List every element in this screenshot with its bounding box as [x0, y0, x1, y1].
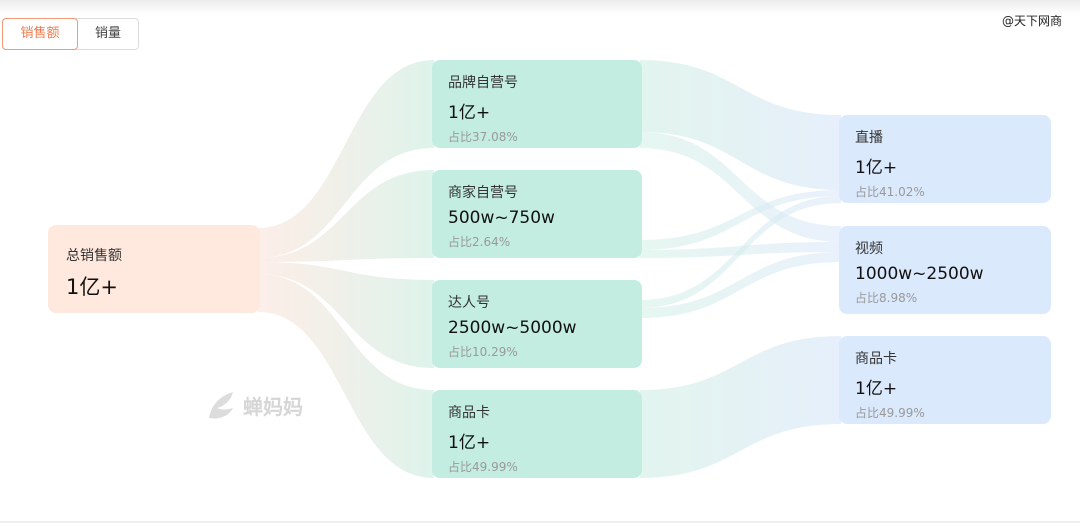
- top-shade: [0, 0, 1080, 14]
- node-value: 1亿+: [66, 275, 118, 299]
- node-value: 1000w~2500w: [855, 264, 984, 284]
- node-brand-self-account[interactable]: 品牌自营号 1亿+ 占比37.08%: [432, 60, 642, 148]
- link-total-product-card: [258, 274, 434, 478]
- link-total-brand: [258, 60, 434, 258]
- link-total-merchant: [258, 170, 434, 262]
- link-merchant-live: [640, 190, 841, 250]
- node-video[interactable]: 视频 1000w~2500w 占比8.98%: [839, 226, 1051, 314]
- watermark-text: 蝉妈妈: [243, 394, 303, 419]
- node-live-stream[interactable]: 直播 1亿+ 占比41.02%: [839, 115, 1051, 203]
- node-name: 达人号: [448, 295, 490, 311]
- link-brand-video: [640, 132, 841, 242]
- link-card-card: [640, 336, 841, 478]
- node-name: 总销售额: [66, 248, 122, 264]
- node-merchant-self-account[interactable]: 商家自营号 500w~750w 占比2.64%: [432, 170, 642, 258]
- node-value: 1亿+: [855, 158, 898, 178]
- node-ratio: 占比37.08%: [448, 130, 518, 144]
- node-name: 视频: [855, 241, 883, 257]
- bottom-divider: [0, 521, 1080, 523]
- link-creator-video: [640, 252, 841, 318]
- node-ratio: 占比8.98%: [855, 291, 918, 305]
- node-name: 商家自营号: [448, 185, 518, 201]
- source-credit: @天下网商: [1001, 14, 1062, 28]
- node-creator-account[interactable]: 达人号 2500w~5000w 占比10.29%: [432, 280, 642, 368]
- node-ratio: 占比49.99%: [448, 460, 518, 474]
- metric-tabs: 销售额 销量: [2, 18, 139, 50]
- node-ratio: 占比41.02%: [855, 185, 925, 199]
- node-name: 品牌自营号: [448, 75, 518, 91]
- node-value: 2500w~5000w: [448, 318, 577, 338]
- node-value: 1亿+: [448, 433, 491, 453]
- link-total-creator: [258, 262, 434, 368]
- tab-sales-volume[interactable]: 销量: [94, 26, 121, 41]
- chanmama-logo-icon: [209, 392, 233, 419]
- node-ratio: 占比10.29%: [448, 345, 518, 359]
- node-value: 1亿+: [448, 103, 491, 123]
- node-ratio: 占比49.99%: [855, 406, 925, 420]
- node-name: 商品卡: [855, 351, 897, 367]
- node-value: 500w~750w: [448, 208, 555, 228]
- tab-sales-amount[interactable]: 销售额: [2, 18, 78, 50]
- node-ratio: 占比2.64%: [448, 235, 511, 249]
- node-value: 1亿+: [855, 379, 898, 399]
- node-product-card-mid[interactable]: 商品卡 1亿+ 占比49.99%: [432, 390, 642, 478]
- node-name: 商品卡: [448, 405, 490, 421]
- link-creator-live: [640, 196, 841, 308]
- node-product-card-right[interactable]: 商品卡 1亿+ 占比49.99%: [839, 336, 1051, 424]
- watermark: 蝉妈妈: [205, 388, 303, 422]
- node-total-sales[interactable]: 总销售额 1亿+: [48, 225, 260, 313]
- link-brand-live: [640, 60, 841, 190]
- node-name: 直播: [855, 130, 883, 146]
